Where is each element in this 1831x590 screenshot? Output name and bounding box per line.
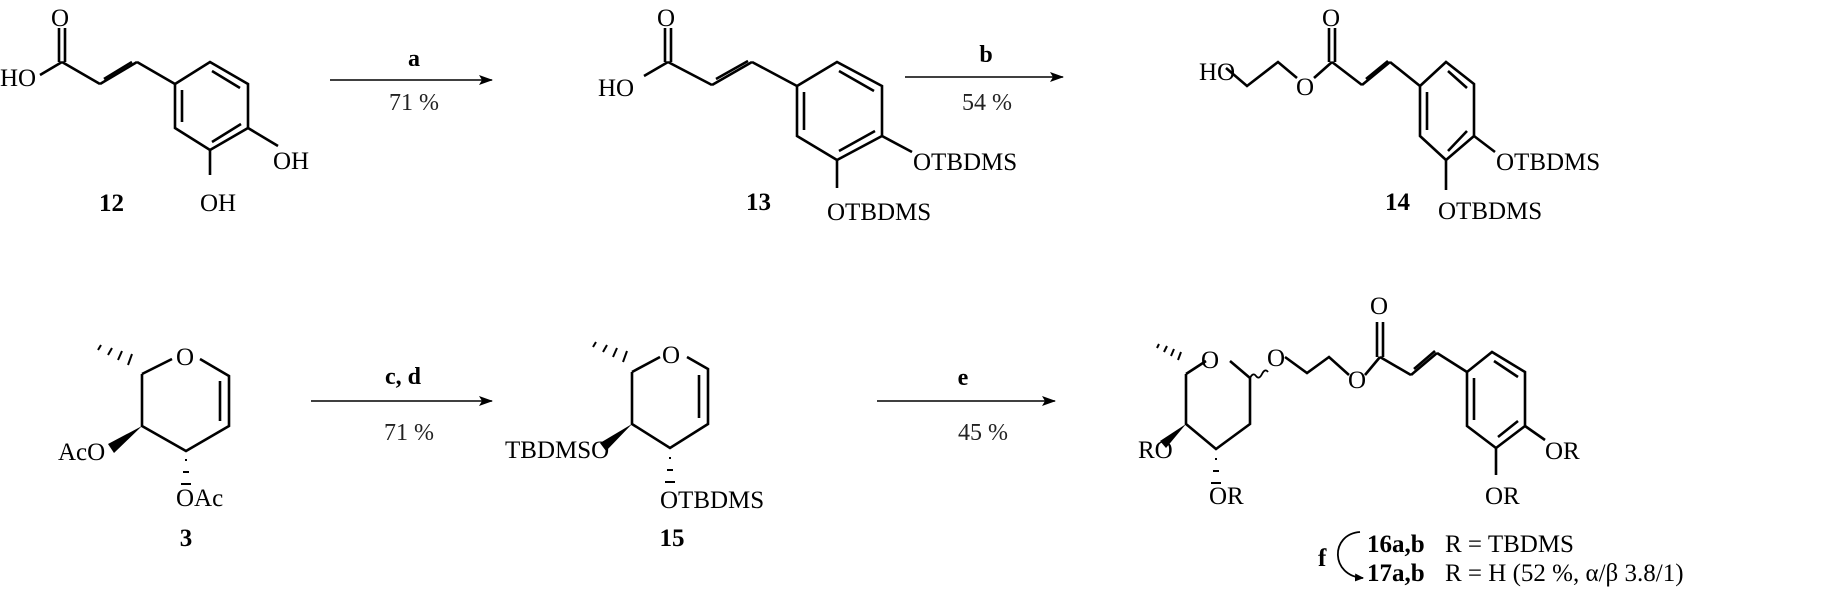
compound-15-structure: O TBDMSO OTBDMS 15 xyxy=(505,341,764,552)
atom-label: OTBDMS xyxy=(1438,198,1542,225)
atom-label: OTBDMS xyxy=(827,199,931,226)
atom-label: OR xyxy=(1209,483,1244,510)
atom-label: OR xyxy=(1545,438,1580,465)
legend-line-16: R = TBDMS xyxy=(1445,531,1574,558)
atom-label: OTBDMS xyxy=(660,487,764,514)
compound-14-structure: O HO O OTBDMS OTBDMS 14 xyxy=(1199,5,1600,225)
atom-label: OAc xyxy=(176,485,223,512)
atom-label: O xyxy=(1267,345,1285,372)
reagent-label-b: b xyxy=(979,42,992,68)
atom-label: RO xyxy=(1138,437,1173,464)
atom-label: OH xyxy=(200,190,236,217)
yield-label-a: 71 % xyxy=(389,90,439,116)
compound-number-14: 14 xyxy=(1385,189,1411,216)
atom-label: OH xyxy=(273,148,309,175)
compound-number-17ab: 17a,b xyxy=(1367,560,1425,587)
yield-label-cd: 71 % xyxy=(384,420,434,446)
atom-label: OTBDMS xyxy=(1496,149,1600,176)
atom-label: OR xyxy=(1485,483,1520,510)
yield-label-e: 45 % xyxy=(958,420,1008,446)
compound-number-12: 12 xyxy=(99,190,124,217)
legend-line-17: R = H (52 %, α/β 3.8/1) xyxy=(1445,560,1684,587)
compound-16-17-structure: O O O O RO OR OR OR xyxy=(1138,293,1580,510)
atom-label: O xyxy=(1370,293,1388,320)
atom-label: O xyxy=(176,344,194,371)
atom-label: O xyxy=(1296,74,1314,101)
reaction-arrow-e: e 45 % xyxy=(877,365,1056,446)
atom-label: O xyxy=(1322,5,1340,32)
atom-label: HO xyxy=(598,75,634,102)
reagent-label-cd: c, d xyxy=(385,364,422,390)
atom-label: HO xyxy=(1199,59,1235,86)
reagent-label-a: a xyxy=(408,46,420,72)
reaction-arrow-cd: c, d 71 % xyxy=(311,364,493,446)
compound-16-17-legend: f 16a,b R = TBDMS 17a,b R = H (52 %, α/β… xyxy=(1318,531,1684,587)
compound-number-13: 13 xyxy=(746,189,771,216)
compound-number-15: 15 xyxy=(660,525,685,552)
atom-label: AcO xyxy=(58,439,105,466)
atom-label: O xyxy=(51,5,69,32)
atom-label: TBDMSO xyxy=(505,437,609,464)
reagent-label-f: f xyxy=(1318,545,1327,572)
compound-number-3: 3 xyxy=(180,525,193,552)
atom-label: O xyxy=(657,5,675,32)
reagent-label-e: e xyxy=(958,365,969,391)
reaction-arrow-a: a 71 % xyxy=(330,46,493,116)
reaction-arrow-b: b 54 % xyxy=(905,42,1064,116)
curved-arrow-icon xyxy=(1337,531,1364,582)
atom-label: O xyxy=(1201,347,1219,374)
compound-13-structure: O HO OTBDMS OTBDMS 13 xyxy=(598,5,1017,226)
atom-label: O xyxy=(662,342,680,369)
compound-12-structure: O HO OH OH 12 xyxy=(0,5,309,217)
atom-label: OTBDMS xyxy=(913,149,1017,176)
compound-number-16ab: 16a,b xyxy=(1367,531,1425,558)
atom-label: HO xyxy=(0,65,36,92)
atom-label: O xyxy=(1348,367,1366,394)
compound-3-structure: O AcO OAc 3 xyxy=(58,344,231,552)
yield-label-b: 54 % xyxy=(962,90,1012,116)
